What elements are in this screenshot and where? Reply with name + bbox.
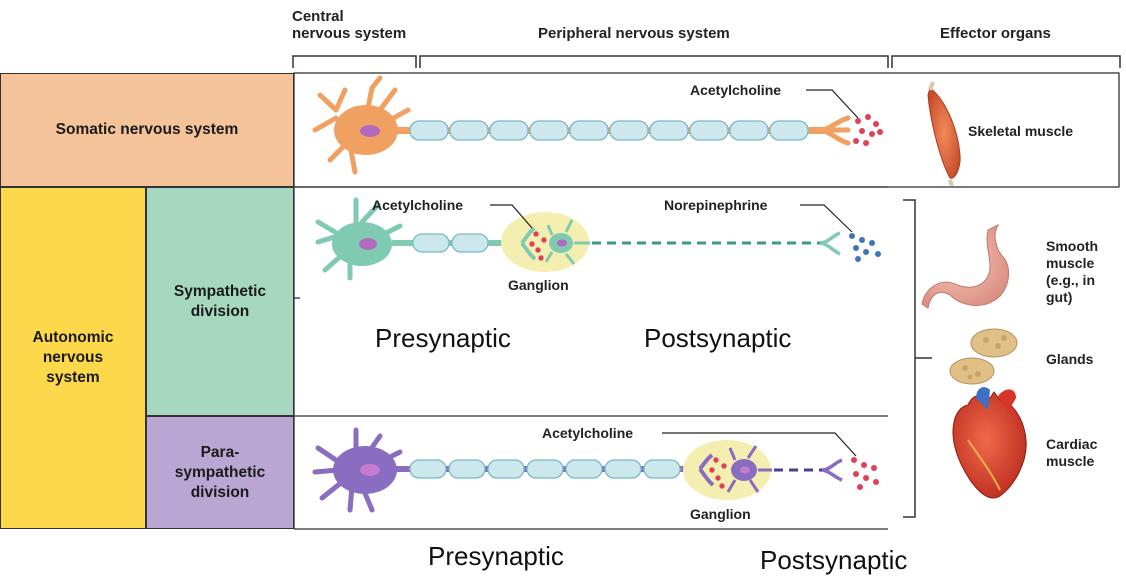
presynaptic-bottom: Presynaptic [428, 541, 564, 571]
pns-header: Peripheral nervous system [538, 25, 730, 42]
cns-bracket [292, 55, 417, 68]
cardiac-muscle-label: Cardiac muscle [1046, 436, 1098, 469]
sympathetic-label-text: Sympathetic division [173, 282, 267, 320]
effector-bracket [891, 55, 1121, 68]
somatic-neuron [312, 75, 851, 175]
norepinephrine-leader [800, 204, 853, 233]
glands-image [949, 328, 1018, 385]
para-ach-label: Acetylcholine [542, 425, 634, 441]
parasympathetic-terminal [821, 458, 843, 482]
autonomic-row-label: Autonomic nervous system [0, 187, 146, 529]
para-ach-dots [851, 457, 879, 490]
somatic-ach-leader [806, 89, 859, 119]
autonomic-label-text: Autonomic nervous system [32, 329, 114, 386]
glands-label: Glands [1046, 351, 1094, 367]
somatic-label-text: Somatic nervous system [55, 121, 239, 138]
sympathetic-ganglion-synapse [520, 219, 590, 265]
cns-header: Central nervous system [292, 8, 407, 42]
parasympathetic-preganglionic-neuron [312, 427, 705, 513]
para-ganglion-label: Ganglion [690, 506, 751, 522]
sympathetic-terminal [819, 231, 841, 256]
parasympathetic-row-label: Para- sympathetic division [146, 416, 294, 529]
presynaptic-middle: Presynaptic [375, 323, 511, 353]
sympathetic-row-label: Sympathetic division [146, 187, 294, 416]
norepinephrine-dots [849, 233, 881, 262]
stomach-image [921, 223, 1010, 309]
sympathetic-preganglionic-neuron [315, 197, 527, 281]
somatic-ach-label: Acetylcholine [690, 82, 782, 98]
heart-image [952, 387, 1027, 499]
effector-header: Effector organs [940, 25, 1051, 42]
skeletal-muscle-label: Skeletal muscle [968, 123, 1074, 139]
pns-bracket [419, 55, 889, 68]
symp-ach-leader [490, 204, 533, 229]
para-ach-leader [662, 432, 857, 457]
parasympathetic-label-text: Para- sympathetic division [174, 443, 266, 501]
postsynaptic-middle: Postsynaptic [644, 323, 792, 353]
symp-ganglion-label: Ganglion [508, 277, 569, 293]
autonomic-effector-bracket [903, 199, 932, 518]
smooth-muscle-label: Smooth muscle (e.g., in gut) [1046, 238, 1099, 305]
postsynaptic-bottom: Postsynaptic [760, 545, 908, 575]
somatic-row-label: Somatic nervous system [0, 73, 294, 187]
parasympathetic-ganglion-synapse [698, 445, 772, 493]
symp-ach-label: Acetylcholine [372, 197, 464, 213]
somatic-ach-dots [853, 114, 883, 146]
table-lines [293, 72, 1120, 530]
skeletal-muscle-image [927, 81, 961, 187]
header-brackets [292, 55, 1121, 68]
norepinephrine-label: Norepinephrine [664, 197, 768, 213]
